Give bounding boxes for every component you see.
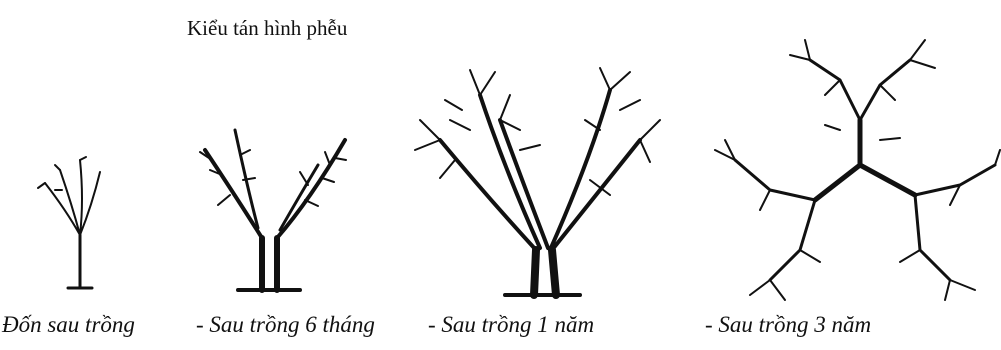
main-limbs (815, 120, 915, 200)
branches (45, 160, 100, 235)
tree-stage-4 (715, 40, 1000, 300)
twigs (415, 68, 660, 195)
main-branches (205, 140, 345, 238)
trunk (262, 238, 277, 290)
caption-stage-2: - Sau trồng 6 tháng (196, 312, 375, 338)
caption-stage-4: - Sau trồng 3 năm (705, 312, 871, 338)
tree-stage-2 (200, 130, 346, 290)
caption-stage-1: Đốn sau trồng (2, 312, 135, 338)
main-branches (440, 90, 640, 250)
tree-stage-1 (38, 157, 100, 288)
trunk (534, 250, 556, 295)
caption-stage-3: - Sau trồng 1 năm (428, 312, 594, 338)
tree-stage-3 (415, 68, 660, 295)
